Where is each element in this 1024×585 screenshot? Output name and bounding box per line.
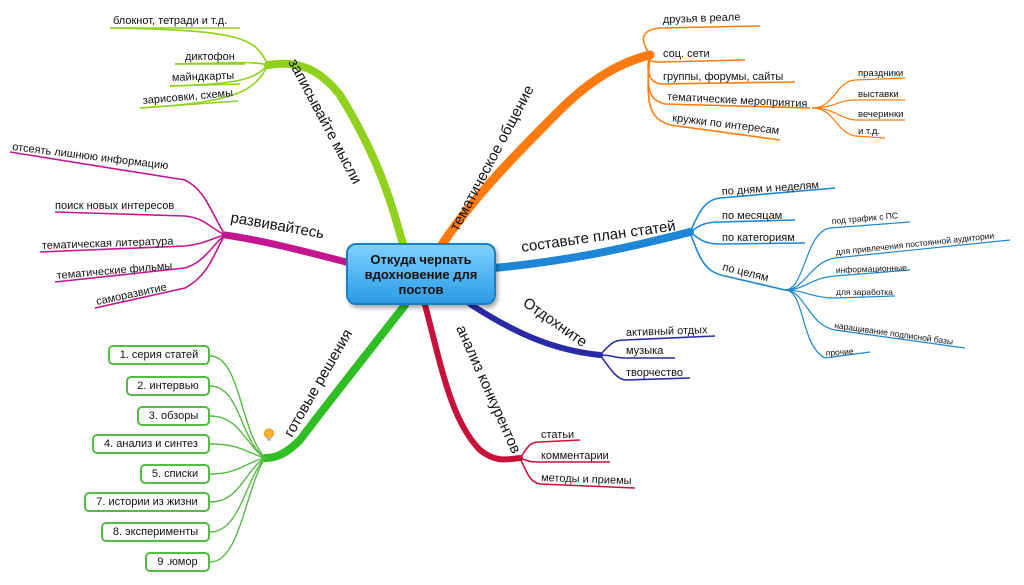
branch-social-connector <box>435 50 655 253</box>
events-subitem: вечеринки <box>858 109 903 120</box>
social-item: соц. сети <box>663 48 710 60</box>
branch-develop-connector <box>221 231 350 266</box>
solution-item[interactable]: 9 .юмор <box>145 552 210 572</box>
competitors-item: комментарии <box>541 450 609 462</box>
branch-rest-connector <box>467 301 603 358</box>
solution-item[interactable]: 3. обзоры <box>137 406 210 426</box>
solution-item[interactable]: 2. интервью <box>126 376 210 396</box>
goals-subconnectors <box>784 221 1011 359</box>
events-subitem: и т.д. <box>858 126 880 137</box>
plan-item: по дням и неделям <box>721 179 819 198</box>
branch-plan-connector <box>490 228 694 272</box>
develop-subconnectors <box>9 151 226 309</box>
competitors-item: методы и приемы <box>541 472 632 487</box>
goals-subitem: прочие <box>825 346 854 358</box>
events-subconnectors <box>811 77 906 139</box>
branch-rest-label: Отдохните <box>520 294 591 350</box>
solution-item[interactable]: 5. списки <box>140 464 210 484</box>
competitors-item: статьи <box>541 429 574 441</box>
record-item: диктофон <box>185 51 235 63</box>
social-item: тематические мероприятия <box>667 91 808 110</box>
develop-item: тематическая литература <box>42 235 175 252</box>
competitors-subconnectors <box>519 439 636 489</box>
solution-item[interactable]: 4. анализ и синтез <box>92 434 210 454</box>
develop-item: тематические фильмы <box>56 260 173 282</box>
events-subitem: выставки <box>858 89 899 100</box>
branch-competitors-label: анализ конкурентов <box>452 323 524 457</box>
solution-item[interactable]: 7. истории из жизни <box>84 492 210 512</box>
develop-item: саморазвитие <box>95 281 168 308</box>
record-item: блокнот, тетради и т.д. <box>113 15 227 27</box>
solution-item[interactable]: 8. эксперименты <box>101 522 210 542</box>
social-subconnectors <box>642 25 811 141</box>
branch-competitors-connector <box>422 302 523 463</box>
branch-social-label: тематическое общение <box>447 83 538 234</box>
central-topic[interactable]: Откуда черпать вдохновение для постов <box>346 243 496 305</box>
goals-subitem: наращивание подписной базы <box>834 320 954 347</box>
solution-item[interactable]: 1. серия статей <box>108 345 210 365</box>
plan-subconnectors <box>689 187 836 291</box>
events-subitem: праздники <box>858 68 903 79</box>
plan-item: по категориям <box>722 232 795 244</box>
rest-item: творчество <box>626 367 683 379</box>
lightbulb-icon <box>264 428 274 441</box>
rest-item: активный отдых <box>626 324 709 339</box>
record-item: майндкарты <box>172 70 235 84</box>
social-item: друзья в реале <box>663 11 741 26</box>
goals-subitem: информационные <box>836 263 908 275</box>
develop-item: поиск новых интересов <box>55 200 174 212</box>
branch-record-connector <box>264 59 408 252</box>
plan-item: по месяцам <box>722 210 782 222</box>
rest-item: музыка <box>626 345 664 357</box>
branch-solutions-connector <box>261 301 409 462</box>
rest-subconnectors <box>599 335 716 381</box>
goals-subitem: для заработка <box>836 287 893 297</box>
social-item: группы, форумы, сайты <box>663 71 783 83</box>
solutions-subconnectors <box>209 355 266 563</box>
